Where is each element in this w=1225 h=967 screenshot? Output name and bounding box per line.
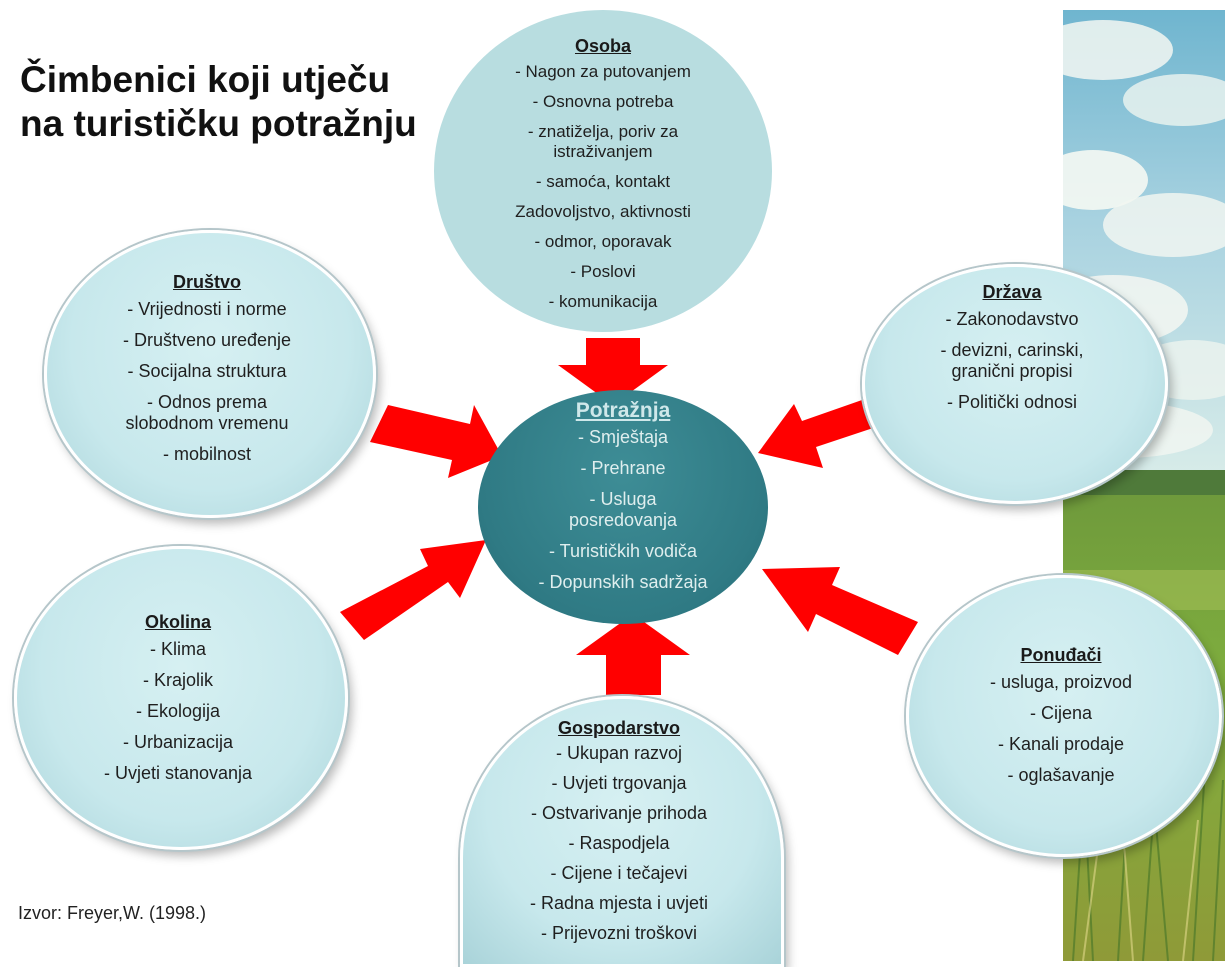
arrow-from-drustvo xyxy=(370,405,502,478)
okolina-item: - Krajolik xyxy=(142,670,213,690)
drustvo-item: - Socijalna struktura xyxy=(127,361,287,381)
node-drzava-content: Država - Zakonodavstvo - devizni, carins… xyxy=(892,282,1132,423)
drustvo-item: - Društveno uređenje xyxy=(122,330,292,350)
node-okolina xyxy=(14,546,348,850)
node-drustvo-heading: Društvo xyxy=(172,272,241,292)
node-potraznja-content: Potražnja - Smještaja - Prehrane - Uslug… xyxy=(518,400,728,603)
drustvo-item: - Odnos prema slobodnom vremenu xyxy=(125,392,289,433)
node-gospodarstvo xyxy=(460,696,784,967)
drustvo-item: - mobilnost xyxy=(162,444,252,464)
node-potraznja xyxy=(478,390,768,624)
okolina-item: - Uvjeti stanovanja xyxy=(103,763,253,783)
osoba-item: - Osnovna potreba xyxy=(532,92,674,111)
node-drzava-heading: Država xyxy=(982,282,1042,302)
node-ponudaci xyxy=(906,575,1222,857)
arrow-from-drzava xyxy=(758,393,894,468)
gospodarstvo-item: - Radna mjesta i uvjeti xyxy=(529,893,709,913)
gospodarstvo-item: - Ukupan razvoj xyxy=(555,743,683,763)
gospodarstvo-item: - Cijene i tečajevi xyxy=(550,863,688,883)
okolina-item: - Urbanizacija xyxy=(122,732,234,752)
node-drustvo xyxy=(44,230,376,518)
node-osoba xyxy=(434,10,772,332)
drzava-item: - Zakonodavstvo xyxy=(945,309,1079,329)
okolina-item: - Ekologija xyxy=(135,701,221,721)
slide-title: Čimbenici koji utječu na turističku potr… xyxy=(20,59,417,144)
node-okolina-content: Okolina - Klima - Krajolik - Ekologija -… xyxy=(58,612,298,794)
arrow-from-okolina xyxy=(340,540,486,640)
osoba-item: - odmor, oporavak xyxy=(534,232,672,251)
ponudaci-item: - Kanali prodaje xyxy=(997,734,1125,754)
node-gospodarstvo-heading: Gospodarstvo xyxy=(557,718,681,738)
potraznja-item: - Turističkih vodiča xyxy=(548,541,698,561)
gospodarstvo-item: - Raspodjela xyxy=(568,833,670,853)
node-potraznja-heading: Potražnja xyxy=(575,399,671,422)
osoba-item: - Poslovi xyxy=(570,262,636,281)
node-osoba-heading: Osoba xyxy=(574,36,631,56)
potraznja-item: - Smještaja xyxy=(577,427,669,447)
ponudaci-item: - Cijena xyxy=(1029,703,1093,723)
osoba-item: - komunikacija xyxy=(548,292,658,311)
source-citation: Izvor: Freyer,W. (1998.) xyxy=(18,903,207,923)
arrow-from-osoba xyxy=(558,338,668,405)
ponudaci-item: - oglašavanje xyxy=(1007,765,1115,785)
drzava-item: - Politički odnosi xyxy=(946,392,1078,412)
node-ponudaci-content: Ponuđači - usluga, proizvod - Cijena - K… xyxy=(936,645,1186,796)
potraznja-item: - Usluga posredovanja xyxy=(568,489,678,530)
osoba-item: - znatiželja, poriv za istraživanjem xyxy=(527,122,679,161)
ponudaci-item: - usluga, proizvod xyxy=(989,672,1133,692)
osoba-item: Zadovoljstvo, aktivnosti xyxy=(515,202,691,221)
potraznja-item: - Prehrane xyxy=(580,458,666,478)
node-okolina-heading: Okolina xyxy=(144,612,211,632)
node-drustvo-content: Društvo - Vrijednosti i norme - Društven… xyxy=(84,272,330,475)
osoba-item: - samoća, kontakt xyxy=(535,172,671,191)
drzava-item: - devizni, carinski, granični propisi xyxy=(940,340,1084,381)
potraznja-item: - Dopunskih sadržaja xyxy=(538,572,708,592)
drustvo-item: - Vrijednosti i norme xyxy=(127,299,287,319)
gospodarstvo-item: - Uvjeti trgovanja xyxy=(551,773,687,793)
node-ponudaci-heading: Ponuđači xyxy=(1020,645,1102,665)
okolina-item: - Klima xyxy=(149,639,206,659)
node-osoba-content: Osoba - Nagon za putovanjem - Osnovna po… xyxy=(454,36,752,322)
osoba-item: - Nagon za putovanjem xyxy=(515,62,691,81)
node-gospodarstvo-content: Gospodarstvo - Ukupan razvoj - Uvjeti tr… xyxy=(484,718,754,944)
node-drzava xyxy=(862,264,1168,504)
gospodarstvo-item: - Prijevozni troškovi xyxy=(540,923,698,943)
arrow-from-ponudaci xyxy=(762,567,918,655)
gospodarstvo-item: - Ostvarivanje prihoda xyxy=(530,803,708,823)
arrow-from-gospodarstvo xyxy=(576,614,690,695)
